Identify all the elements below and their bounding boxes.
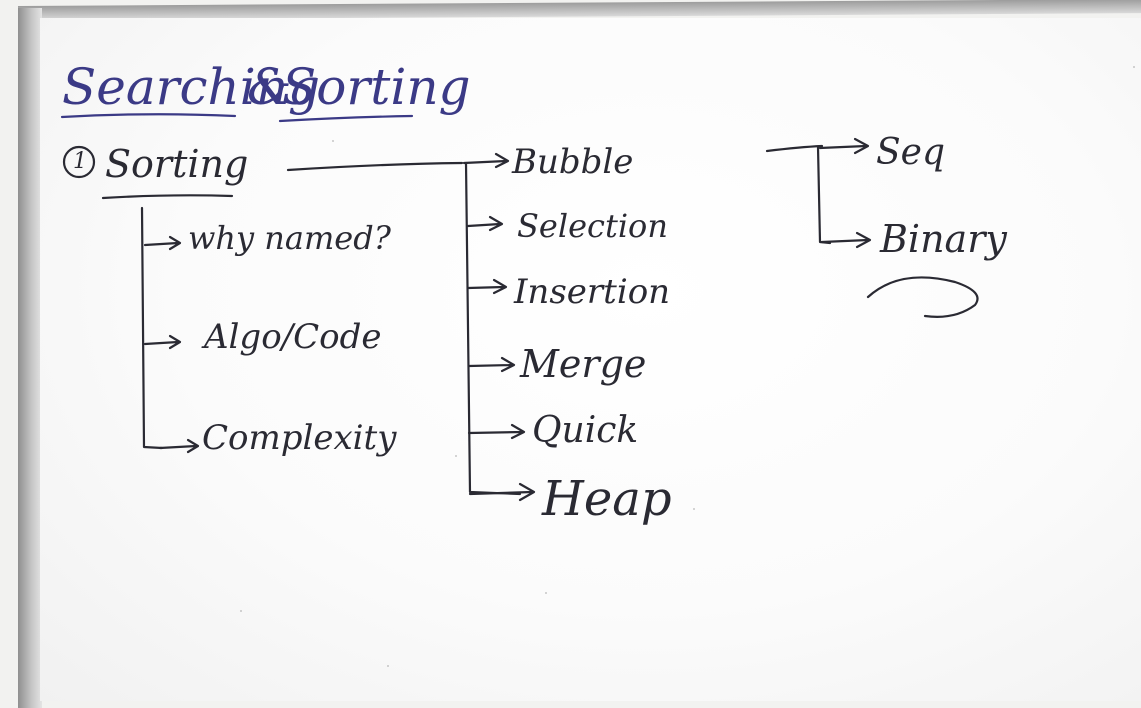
whiteboard: [40, 18, 1141, 701]
algorithm-selection: Selection: [517, 207, 668, 245]
topic-complexity: Complexity: [202, 418, 397, 458]
board-speck: [455, 455, 457, 457]
title-ampersand: &: [247, 58, 292, 116]
algorithm-quick: Quick: [532, 410, 639, 451]
search-binary: Binary: [880, 217, 1007, 261]
whiteboard-frame-top: [18, 0, 1141, 20]
title-sorting: Sorting: [282, 58, 471, 116]
board-speck: [545, 592, 547, 594]
board-speck: [693, 508, 695, 510]
search-seq: Seq: [876, 132, 946, 173]
algorithm-merge: Merge: [520, 342, 647, 386]
topic-why-named: why named?: [188, 219, 391, 257]
algorithm-bubble: Bubble: [512, 142, 634, 182]
topic-algo-code: Algo/Code: [204, 317, 382, 357]
sorting-label: Sorting: [105, 142, 249, 186]
board-speck: [240, 610, 242, 612]
board-speck: [332, 140, 334, 142]
board-speck: [1133, 66, 1135, 68]
whiteboard-frame-left: [18, 8, 42, 708]
title-searching: Searching: [62, 58, 320, 116]
board-speck: [387, 665, 389, 667]
algorithm-heap: Heap: [542, 471, 672, 527]
algorithm-insertion: Insertion: [514, 272, 671, 312]
sorting-number: 1: [73, 149, 87, 174]
